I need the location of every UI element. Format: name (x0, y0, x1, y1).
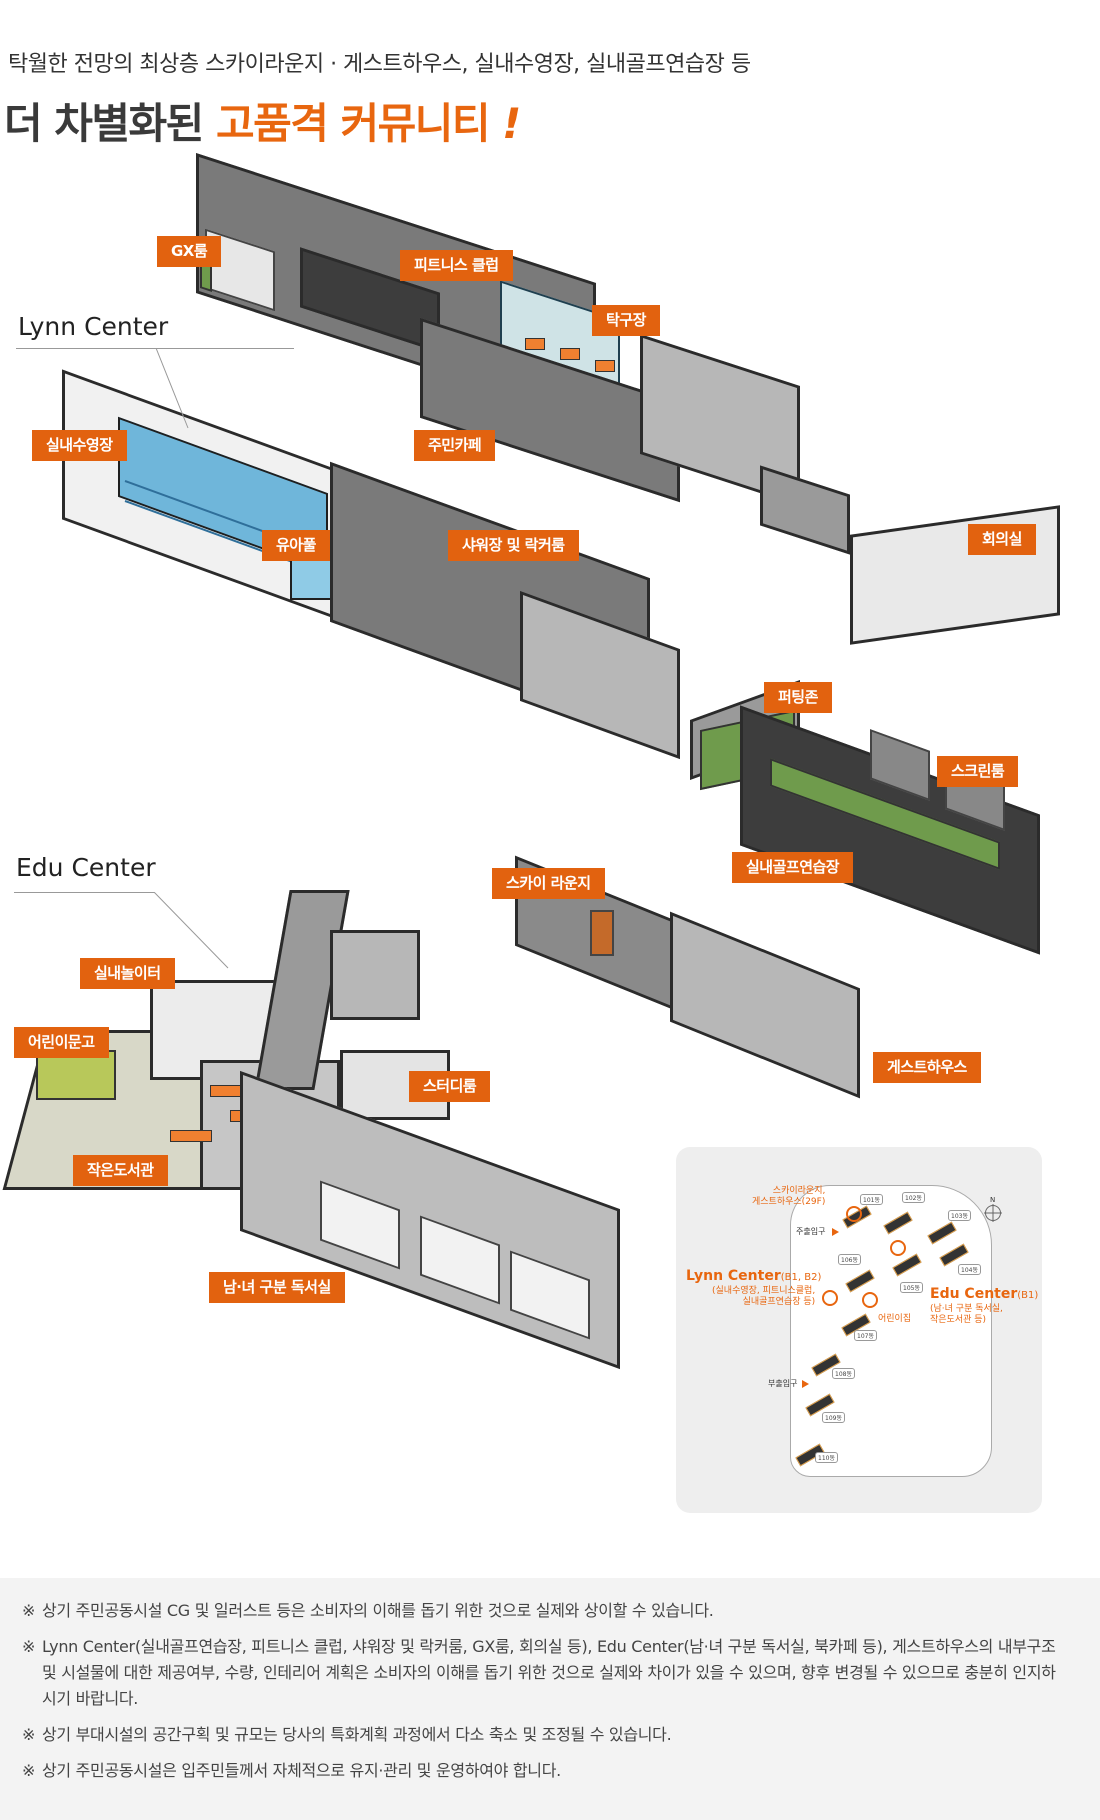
map-daycare-label: 어린이집 (878, 1314, 912, 1324)
map-edu-desc: (남·녀 구분 독서실, 작은도서관 등) (930, 1304, 1003, 1325)
map-edu-center-title: Edu Center(B1) (930, 1286, 1038, 1302)
study-room-shape (340, 1050, 450, 1120)
badge-reading-room: 남·녀 구분 독서실 (209, 1272, 345, 1303)
map-location-marker (846, 1206, 862, 1222)
badge-shower-locker: 샤워장 및 락커룸 (448, 530, 579, 561)
note-mark: ※ (22, 1761, 36, 1780)
note-mark: ※ (22, 1725, 36, 1744)
badge-kids-library: 어린이문고 (14, 1027, 109, 1058)
title-mark: ! (489, 99, 521, 148)
building-label: 101동 (860, 1194, 883, 1205)
badge-screen-room: 스크린룸 (937, 756, 1019, 787)
lynn-center-underline (16, 348, 294, 349)
note-item: ※ Lynn Center(실내골프연습장, 피트니스 클럽, 샤워장 및 락커룸… (22, 1634, 1062, 1712)
badge-kids-pool: 유아풀 (262, 530, 330, 561)
map-lynn-center-title: Lynn Center(B1, B2) (686, 1268, 821, 1284)
badge-meeting-room: 회의실 (968, 524, 1036, 555)
map-north-label: N (990, 1196, 996, 1204)
building-label: 103동 (948, 1210, 971, 1221)
map-location-marker (862, 1292, 878, 1308)
badge-sky-lounge: 스카이 라운지 (492, 868, 605, 899)
map-sky-lounge-label: 스카이라운지, 게스트하우스(29F) (752, 1186, 826, 1207)
building-label: 108동 (832, 1368, 855, 1379)
map-location-marker (822, 1290, 838, 1306)
badge-indoor-golf: 실내골프연습장 (732, 852, 854, 883)
building-label: 106동 (838, 1254, 861, 1265)
note-text: 상기 주민공동시설 CG 및 일러스트 등은 소비자의 이해를 돕기 위한 것으… (42, 1601, 714, 1620)
badge-guest-house: 게스트하우스 (873, 1052, 981, 1083)
map-lynn-floor: (B1, B2) (780, 1272, 822, 1283)
badge-fitness-club: 피트니스 클럽 (400, 250, 513, 281)
note-item: ※ 상기 주민공동시설은 입주민들께서 자체적으로 유지·관리 및 운영하여야 합… (22, 1758, 1062, 1784)
note-mark: ※ (22, 1637, 36, 1656)
map-sub-gate-label: 부출입구 (768, 1379, 798, 1388)
map-arrow-icon (802, 1380, 809, 1388)
badge-pingpong: 탁구장 (592, 305, 660, 336)
building-label: 109동 (822, 1412, 845, 1423)
page-subtitle: 탁월한 전망의 최상층 스카이라운지 · 게스트하우스, 실내수영장, 실내골프… (8, 52, 751, 77)
badge-indoor-pool: 실내수영장 (32, 430, 127, 461)
map-edu-floor: (B1) (1017, 1290, 1039, 1301)
edu-center-leader-line (154, 892, 229, 969)
lynn-center-label: Lynn Center (18, 312, 169, 341)
lounge-furniture-shape (590, 910, 614, 956)
map-lynn-name: Lynn Center (686, 1268, 781, 1284)
compass-icon (984, 1204, 1002, 1222)
badge-study-room: 스터디룸 (409, 1071, 491, 1102)
badge-indoor-playground: 실내놀이터 (80, 958, 175, 989)
note-text: 상기 부대시설의 공간구획 및 규모는 당사의 특화계획 과정에서 다소 축소 … (42, 1725, 672, 1744)
note-item: ※ 상기 부대시설의 공간구획 및 규모는 당사의 특화계획 과정에서 다소 축소… (22, 1722, 1062, 1748)
building-label: 104동 (958, 1264, 981, 1275)
map-location-marker (890, 1240, 906, 1256)
lynn-center-leader-line (155, 348, 189, 429)
map-edu-name: Edu Center (930, 1286, 1018, 1302)
note-item: ※ 상기 주민공동시설 CG 및 일러스트 등은 소비자의 이해를 돕기 위한 것… (22, 1598, 1062, 1624)
pingpong-table-shape (525, 338, 545, 350)
note-text: 상기 주민공동시설은 입주민들께서 자체적으로 유지·관리 및 운영하여야 합니… (42, 1761, 561, 1780)
play-mat-shape (36, 1050, 116, 1100)
badge-resident-cafe: 주민카페 (414, 430, 496, 461)
badge-gx-room: GX룸 (157, 236, 222, 267)
map-main-gate-label: 주출입구 (796, 1227, 826, 1236)
title-highlight: 고품격 커뮤니티 (215, 99, 491, 148)
building-label: 107동 (854, 1330, 877, 1341)
pingpong-table-shape (595, 360, 615, 372)
badge-small-library: 작은도서관 (73, 1155, 168, 1186)
badge-putting-zone: 퍼팅존 (764, 682, 832, 713)
reading-table-shape (170, 1130, 212, 1142)
pingpong-table-shape (560, 348, 580, 360)
building-label: 105동 (900, 1282, 923, 1293)
page-title: 더 차별화된 고품격 커뮤니티 ! (4, 90, 521, 151)
title-prefix: 더 차별화된 (4, 99, 216, 148)
building-label: 110동 (815, 1452, 838, 1463)
restroom-shape (330, 930, 420, 1020)
stair-shape (760, 465, 850, 555)
site-map-outline (790, 1185, 992, 1477)
edu-center-underline (14, 892, 154, 893)
guest-house-shape (670, 911, 860, 1099)
note-text: Lynn Center(실내골프연습장, 피트니스 클럽, 샤워장 및 락커룸,… (42, 1637, 1056, 1708)
map-arrow-icon (832, 1228, 839, 1236)
map-lynn-desc: (실내수영장, 피트니스클럽, 실내골프연습장 등) (712, 1286, 816, 1307)
disclaimer-notes: ※ 상기 주민공동시설 CG 및 일러스트 등은 소비자의 이해를 돕기 위한 것… (0, 1578, 1100, 1820)
edu-center-label: Edu Center (16, 853, 156, 882)
note-mark: ※ (22, 1601, 36, 1620)
building-label: 102동 (902, 1192, 925, 1203)
